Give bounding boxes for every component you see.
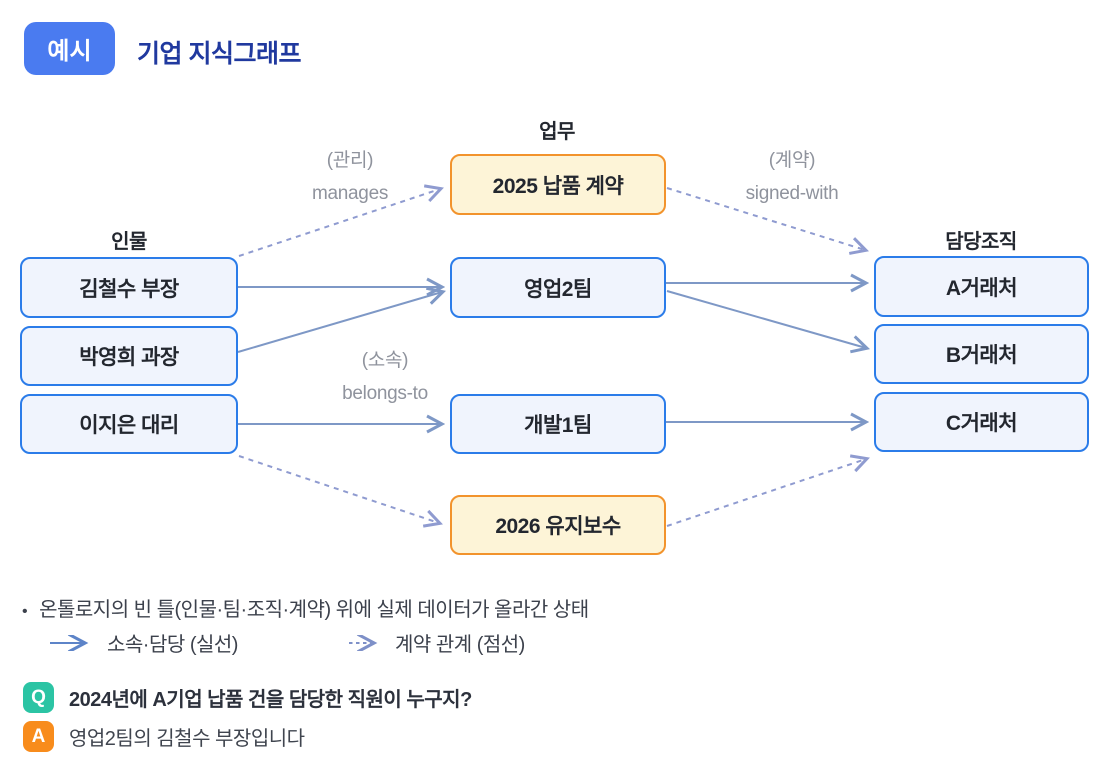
- node-person-kim: 김철수 부장: [20, 257, 238, 318]
- node-team-dev1: 개발1팀: [450, 394, 666, 454]
- example-badge: 예시: [24, 22, 115, 75]
- question-text: 2024년에 A기업 납품 건을 담당한 직원이 누구지?: [69, 689, 472, 711]
- node-client-a: A거래처: [874, 256, 1089, 317]
- edge-sales2-clientB: [666, 290, 866, 348]
- node-contract-2025: 2025 납품 계약: [450, 154, 666, 215]
- node-person-park: 박영희 과장: [20, 326, 238, 386]
- column-header-person: 인물: [111, 231, 147, 253]
- bullet-marker: •: [22, 603, 28, 620]
- column-header-org: 담당조직: [945, 231, 1017, 253]
- page-title: 기업 지식그래프: [137, 40, 301, 68]
- node-client-b: B거래처: [874, 324, 1089, 384]
- legend-solid: 소속·담당 (실선): [48, 628, 238, 657]
- edge-label-belongs-to: (소속) belongs-to: [275, 344, 495, 410]
- node-client-c: C거래처: [874, 392, 1089, 452]
- edge-label-belongs-to-en: belongs-to: [342, 383, 428, 404]
- answer-text: 영업2팀의 김철수 부장입니다: [69, 728, 305, 750]
- answer-row: A 영업2팀의 김철수 부장입니다: [23, 721, 305, 752]
- edge-park-sales2: [237, 292, 442, 353]
- column-header-task: 업무: [539, 121, 575, 143]
- edge-label-signed-with-ko: (계약): [768, 150, 816, 171]
- node-person-lee: 이지은 대리: [20, 394, 238, 454]
- legend-dashed: 계약 관계 (점선): [346, 628, 525, 657]
- edge-label-belongs-to-ko: (소속): [361, 350, 409, 371]
- edge-label-signed-with-en: signed-with: [745, 183, 839, 204]
- edge-label-manages-en: manages: [311, 183, 389, 204]
- edge-label-manages: (관리) manages: [240, 144, 460, 210]
- edge-label-manages-ko: (관리): [326, 150, 374, 171]
- a-badge: A: [23, 721, 54, 752]
- dashed-arrow-icon: [349, 634, 378, 651]
- edge-label-signed-with: (계약) signed-with: [682, 144, 902, 210]
- ontology-note: • 온톨로지의 빈 틀(인물·팀·조직·계약) 위에 실제 데이터가 올라간 상…: [22, 593, 589, 622]
- node-team-sales2: 영업2팀: [450, 257, 666, 318]
- q-badge: Q: [23, 682, 54, 713]
- edge-lee-maint2026: [238, 455, 439, 523]
- legend-solid-label: 소속·담당 (실선): [107, 634, 238, 656]
- legend-dashed-label: 계약 관계 (점선): [395, 634, 525, 656]
- node-maintenance-2026: 2026 유지보수: [450, 495, 666, 555]
- ontology-note-text: 온톨로지의 빈 틀(인물·팀·조직·계약) 위에 실제 데이터가 올라간 상태: [39, 599, 589, 621]
- solid-arrow-icon: [50, 634, 89, 651]
- edge-maint2026-clientC: [666, 459, 866, 527]
- question-row: Q 2024년에 A기업 납품 건을 담당한 직원이 누구지?: [23, 682, 472, 713]
